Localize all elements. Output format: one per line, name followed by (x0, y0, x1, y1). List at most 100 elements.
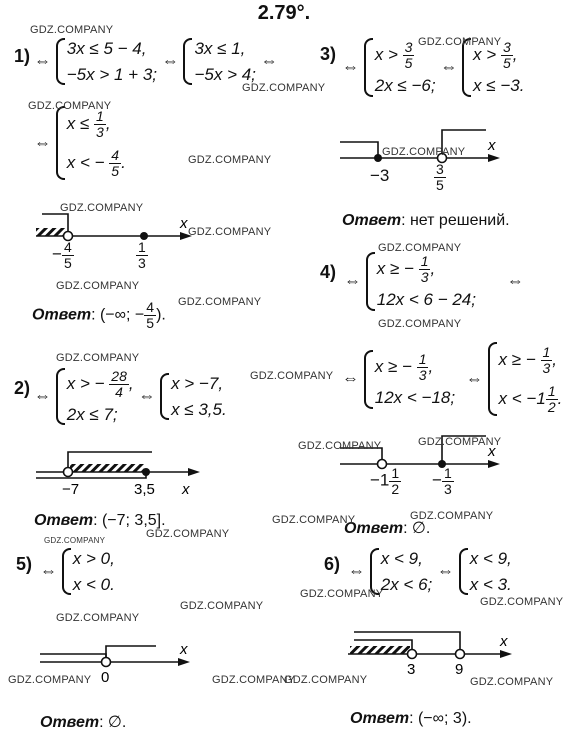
equiv-sign: ⇔ (138, 386, 156, 406)
inequality-text: x ≥ − (376, 259, 414, 278)
problem-3-number-line: x (340, 129, 500, 164)
system: x < 9, x < 3. (458, 546, 512, 597)
denominator: 3 (420, 269, 429, 286)
denominator: 5 (146, 314, 155, 331)
inequality-text: x < −1 (498, 389, 546, 409)
watermark: GDZ.COMPANY (188, 154, 272, 166)
system-line: 3x ≤ 1, (194, 39, 246, 58)
problem-3-number: 3) (320, 44, 337, 64)
equiv-sign: ⇔ (34, 133, 51, 153)
denominator: 3 (542, 360, 551, 377)
watermark: GDZ.COMPANY (272, 514, 356, 526)
watermark: GDZ.COMPANY (188, 226, 272, 238)
system: x > −7, x ≤ 3,5. (160, 371, 227, 422)
inequality-text: x < − (66, 153, 105, 173)
equiv-sign: ⇔ (506, 270, 524, 290)
equiv-sign: ⇔ (342, 56, 359, 76)
problem-4-answer: Ответ: ∅. (344, 518, 430, 538)
answer-label: Ответ (40, 714, 100, 731)
denominator: 4 (115, 384, 123, 401)
system-line: 12x < 6 − 24; (376, 290, 476, 310)
denominator: 2 (391, 480, 400, 497)
problem-6-step-1: ⇔ x < 9, 2x < 6; ⇔ x < 9, x < 3. (348, 546, 512, 597)
inequality-text: x ≥ − (374, 356, 412, 376)
equiv-sign: ⇔ (161, 50, 179, 70)
watermark: GDZ.COMPANY (250, 370, 334, 382)
system-line: x < 9, (380, 549, 423, 568)
numerator: 3 (402, 39, 415, 57)
watermark: GDZ.COMPANY (300, 588, 384, 600)
denominator: 5 (502, 55, 511, 72)
watermark: GDZ.COMPANY (60, 202, 144, 214)
equiv-sign: ⇔ (436, 560, 454, 580)
problem-5-answer: Ответ: ∅. (40, 712, 126, 732)
watermark: GDZ.COMPANY (418, 436, 502, 448)
watermark: GDZ.COMPANY (418, 36, 502, 48)
problem-5-step-1: ⇔ x > 0, x < 0. (40, 546, 115, 597)
watermark: GDZ.COMPANY (378, 242, 462, 254)
page-title: 2.79°. (257, 2, 311, 24)
problem-6-number: 6) (324, 554, 341, 574)
sign: − (432, 470, 442, 490)
system-line: x ≤ 3,5. (171, 399, 227, 419)
numerator: 1 (545, 383, 558, 401)
watermark: GDZ.COMPANY (44, 536, 106, 545)
answer-text: ). (156, 306, 166, 324)
answer-text: : ∅. (99, 714, 127, 731)
system-line: x < 9, (469, 549, 512, 568)
problem-6-answer: Ответ: (−∞; 3). (350, 710, 472, 728)
equiv-sign: ⇔ (260, 50, 278, 70)
problem-3-answer: Ответ: нет решений. (342, 212, 510, 230)
numerator: 3 (434, 161, 446, 178)
equiv-sign: ⇔ (348, 560, 365, 580)
numerator: 3 (500, 39, 513, 57)
watermark: GDZ.COMPANY (56, 612, 140, 624)
point-label: 3 (407, 661, 415, 678)
system-line: x > −7, (171, 374, 224, 394)
equiv-sign: ⇔ (342, 368, 359, 388)
axis-variable: x (487, 443, 496, 460)
equiv-sign: ⇔ (34, 386, 51, 406)
answer-label: Ответ (350, 710, 410, 727)
answer-label: Ответ (34, 512, 94, 529)
system-line: 2x ≤ −6; (374, 76, 436, 96)
system-line: 3x ≤ 5 − 4, (66, 39, 147, 58)
watermark: GDZ.COMPANY (212, 674, 296, 686)
denominator: 3 (96, 124, 104, 141)
answer-label: Ответ (344, 520, 404, 537)
numerator: 4 (144, 299, 157, 316)
denominator: 5 (63, 254, 72, 271)
problem-6-number-line: 3 9 x (348, 631, 512, 678)
system-line: x > 0, (72, 549, 115, 568)
watermark: GDZ.COMPANY (28, 100, 112, 112)
watermark: GDZ.COMPANY (30, 24, 114, 36)
watermark: GDZ.COMPANY (56, 280, 140, 292)
watermark: GDZ.COMPANY (56, 352, 140, 364)
watermark: GDZ.COMPANY (8, 674, 92, 686)
denominator: 2 (547, 399, 556, 416)
answer-label: Ответ (32, 306, 92, 324)
